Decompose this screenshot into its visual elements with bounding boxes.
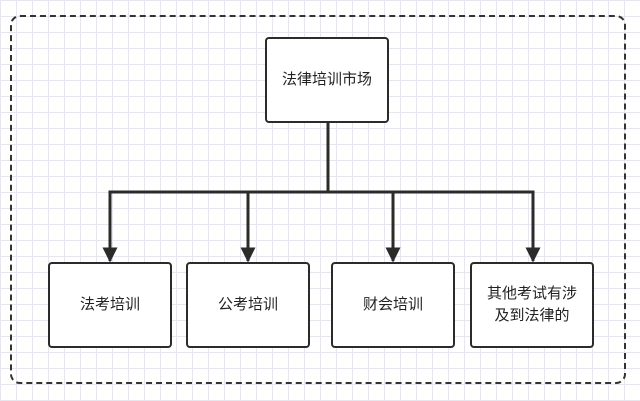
root-node[interactable]: 法律培训市场 bbox=[265, 37, 389, 123]
child-node-other-exams[interactable]: 其他考试有涉及到法律的 bbox=[470, 262, 594, 348]
child-node-label: 公考培训 bbox=[217, 295, 278, 314]
child-node-label: 其他考试有涉及到法律的 bbox=[486, 284, 577, 324]
child-node-label: 财会培训 bbox=[362, 295, 423, 314]
child-node-label: 法考培训 bbox=[79, 295, 140, 314]
root-node-label: 法律培训市场 bbox=[281, 70, 372, 89]
child-node-civil-service[interactable]: 公考培训 bbox=[186, 262, 310, 348]
child-node-law-exam[interactable]: 法考培训 bbox=[48, 262, 172, 348]
child-node-accounting[interactable]: 财会培训 bbox=[331, 262, 455, 348]
diagram-frame bbox=[10, 15, 626, 384]
